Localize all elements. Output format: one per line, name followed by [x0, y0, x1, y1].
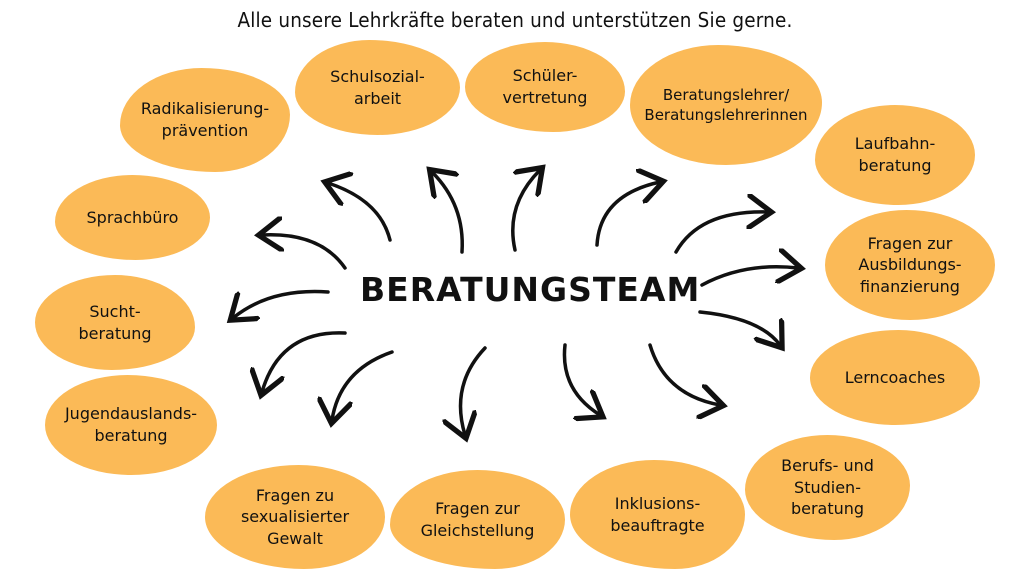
topic-radikalisierungpraevention: Radikalisierung- prävention	[120, 68, 290, 172]
arrow-schuelervertretung	[511, 170, 540, 252]
topic-inklusionsbeauftragte: Inklusions- beauftragte	[570, 460, 745, 569]
arrow-lerncoaches	[698, 310, 780, 345]
arrow-ausbildung	[700, 267, 798, 287]
arrow-gewalt	[332, 350, 394, 420]
topic-suchtberatung: Sucht- beratung	[35, 275, 195, 370]
topic-jugendauslandsberatung: Jugendauslands- beratung	[45, 375, 217, 475]
arrow-beratungslehrer	[595, 182, 660, 247]
arrow-berufs	[648, 343, 720, 405]
arrow-inklusion	[562, 343, 600, 415]
topic-schuelervertretung: Schüler- vertretung	[465, 42, 625, 132]
center-label: BERATUNGSTEAM	[360, 270, 701, 309]
arrow-sprachbuero	[262, 235, 347, 270]
diagram-title: Alle unsere Lehrkräfte beraten und unter…	[237, 8, 793, 32]
topic-beratungslehrer: Beratungslehrer/ Beratungslehrerinnen	[630, 45, 822, 165]
arrow-laufbahn	[674, 212, 768, 254]
arrow-radikalisierung	[328, 183, 392, 242]
arrow-schulsozialarbeit	[432, 172, 464, 254]
topic-berufs-studienberatung: Berufs- und Studien- beratung	[745, 435, 910, 540]
topic-gleichstellung: Fragen zur Gleichstellung	[390, 470, 565, 569]
arrow-sucht	[233, 289, 330, 318]
topic-lerncoaches: Lerncoaches	[810, 330, 980, 425]
topic-ausbildungsfinanzierung: Fragen zur Ausbildungs- finanzierung	[825, 210, 995, 320]
topic-sprachbuero: Sprachbüro	[55, 175, 210, 260]
topic-schulsozialarbeit: Schulsozial- arbeit	[295, 40, 460, 135]
arrow-gleichstellung	[461, 346, 487, 435]
topic-laufbahnberatung: Laufbahn- beratung	[815, 105, 975, 205]
arrow-jugendausland	[262, 331, 347, 392]
topic-sexualisierte-gewalt: Fragen zu sexualisierter Gewalt	[205, 465, 385, 569]
